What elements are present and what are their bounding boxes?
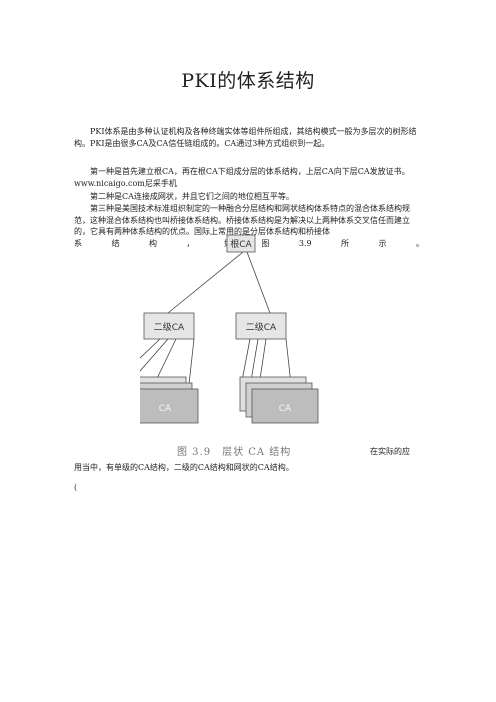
justified-word: ， <box>186 239 195 248</box>
figure-caption: 图 3.9 层状 CA 结构 <box>177 447 292 458</box>
paragraph-method-1: 第一种是首先建立根CA，再在根CA下组成分层的体系结构，上层CA向下层CA发放证… <box>74 167 410 188</box>
page-title: PKI的体系结构 <box>181 70 315 92</box>
paragraph-closing: 用当中，有单级的CA结构，二级的CA结构和网状的CA结构。 <box>74 463 294 472</box>
justified-word: 构 <box>148 239 157 248</box>
leaf-ca-stack-left: CA <box>140 376 199 424</box>
paragraph-intro: PKI体系是由多种认证机构及各种终端实体等组件所组成，其结构模式一般为多层次的树… <box>74 127 417 148</box>
justified-word: 示 <box>378 239 387 248</box>
leaf-ca-right-label: CA <box>279 404 292 414</box>
justified-word: 系 <box>74 239 82 248</box>
paragraph-method-2: 第二种是CA连接成网状，并且它们之间的地位相互平等。 <box>90 192 294 201</box>
level2-ca-left: 二级CA <box>143 312 195 340</box>
leaf-ca-left-label: CA <box>159 404 172 414</box>
justified-word: 3.9 <box>298 239 312 248</box>
justified-word: 。 <box>415 239 424 248</box>
root-ca-node: 根CA <box>226 234 256 253</box>
leaf-ca-stack-right: CA <box>239 376 319 424</box>
level2-ca-right-label: 二级CA <box>246 321 277 333</box>
paragraph-method-3: 第三种是美国技术标准组织制定的一种融合分层结构和网状结构体系特点的混合体系结构规… <box>74 204 410 236</box>
level2-ca-right: 二级CA <box>235 312 287 340</box>
justified-word: 所 <box>341 239 350 248</box>
ca-hierarchy-figure: 根CA 二级CA 二级CA CA CA <box>140 234 319 424</box>
level2-ca-left-label: 二级CA <box>154 321 185 333</box>
root-ca-label: 根CA <box>230 238 252 250</box>
trailing-mark: ( <box>74 483 78 492</box>
caption-side-note: 在实际的应 <box>370 447 410 456</box>
justified-word: 结 <box>111 239 120 248</box>
justified-word: 图 <box>261 239 270 248</box>
